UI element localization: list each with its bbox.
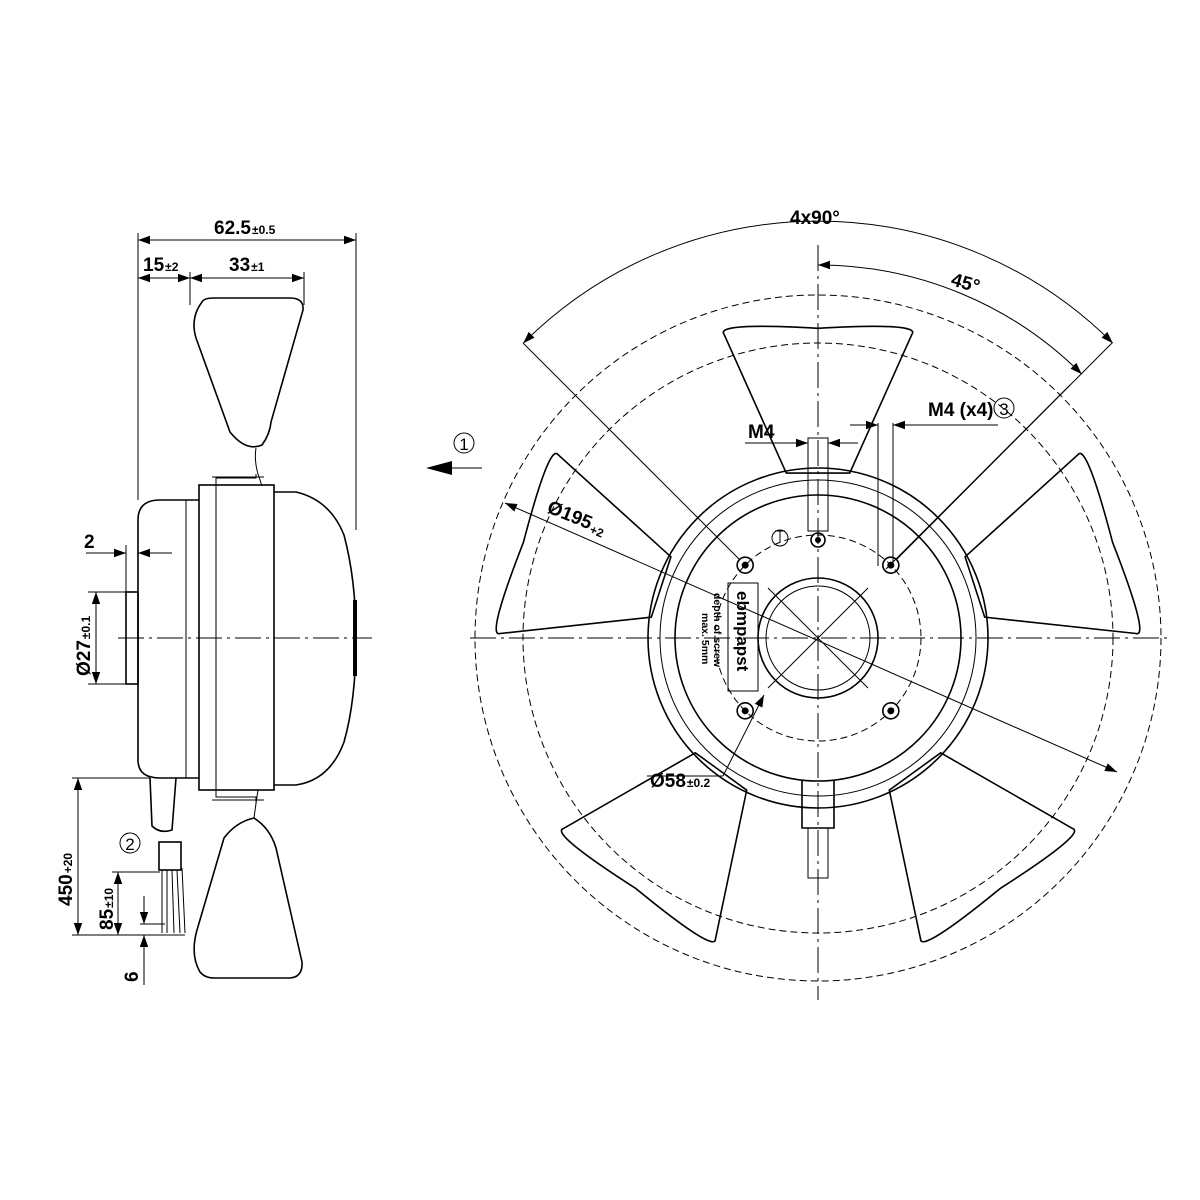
mounting-hole-center — [887, 707, 895, 715]
mounting-hole-center — [741, 561, 749, 569]
angle-arc-90 — [522, 220, 1114, 344]
bottom-blade-root — [253, 789, 259, 819]
ground-symbol-mark — [775, 530, 785, 542]
dome-cap — [353, 600, 357, 676]
thread-single-label: M4 — [748, 422, 775, 443]
callout-2-circle — [119, 832, 141, 854]
airflow-arrow-head — [426, 461, 452, 475]
swept-circle — [474, 294, 1162, 982]
front-view: ebmpapst depth of screw max. 5mm 4x90° 4… — [470, 208, 1170, 1000]
dim-strip-label: 85±10 — [97, 888, 118, 930]
impeller-blade — [964, 452, 1141, 635]
dim-blade-label: 33±1 — [229, 255, 265, 276]
cable-exit — [801, 780, 835, 829]
side-view: 62.5±0.5 15±2 33±1 2 Ø27±0.1 450+20 85±1… — [56, 218, 372, 985]
rotor-ring — [198, 484, 275, 791]
angle-arc-45 — [817, 260, 1083, 375]
thread-hole-top-dot — [815, 537, 821, 543]
impeller-blade — [495, 452, 672, 635]
brand-plate: ebmpapst depth of screw max. 5mm — [699, 582, 759, 692]
callout-3-circle — [993, 397, 1015, 419]
screw-note-1: depth of screw — [711, 593, 723, 668]
impeller-blade — [888, 751, 1076, 943]
dim-bolt-circle-label: Ø58±0.2 — [650, 771, 711, 792]
dim-wire-label: 6 — [122, 971, 143, 982]
lead-wires — [161, 867, 186, 934]
motor-stator — [137, 499, 199, 779]
rotor-top-rim — [215, 474, 257, 485]
dim-outer-dia-line — [504, 502, 1118, 773]
thread-multi-label: M4 (x4) — [928, 400, 993, 421]
angle-offset-label: 45° — [949, 270, 982, 298]
callout-1-text: 1 — [459, 435, 468, 454]
cable-exit-lead — [807, 828, 829, 879]
impeller-blade — [560, 751, 748, 943]
top-blade-root — [254, 447, 263, 487]
dim-bolt-circle-leader — [722, 694, 765, 777]
callout-2-text: 2 — [125, 835, 134, 854]
thread-multi-leader — [885, 384, 1071, 570]
callout-3-text: 3 — [999, 400, 1008, 419]
bottom-blade — [193, 817, 303, 979]
dim-shaft-protrusion-label: 2 — [84, 532, 95, 553]
callout-1-circle — [453, 432, 475, 454]
angle-spacing-label: 4x90° — [790, 208, 840, 229]
dim-offset-label: 15±2 — [143, 255, 179, 276]
dim-lead-label: 450+20 — [56, 853, 77, 906]
lead-sleeve — [158, 841, 182, 871]
shaft — [125, 591, 139, 685]
mounting-hole-center — [741, 707, 749, 715]
rotor-bottom-rim — [215, 790, 257, 803]
angle-ext-left — [522, 342, 741, 561]
dim-overall-label: 62.5±0.5 — [214, 218, 276, 239]
dim-shaft-dia-label: Ø27±0.1 — [74, 615, 95, 676]
airflow-indicator: 1 — [426, 432, 482, 475]
cable-gland — [149, 777, 177, 833]
top-blade — [193, 297, 304, 448]
screw-note-2: max. 5mm — [699, 613, 711, 664]
ground-symbol — [771, 529, 789, 547]
brand-label: ebmpapst — [733, 591, 752, 672]
